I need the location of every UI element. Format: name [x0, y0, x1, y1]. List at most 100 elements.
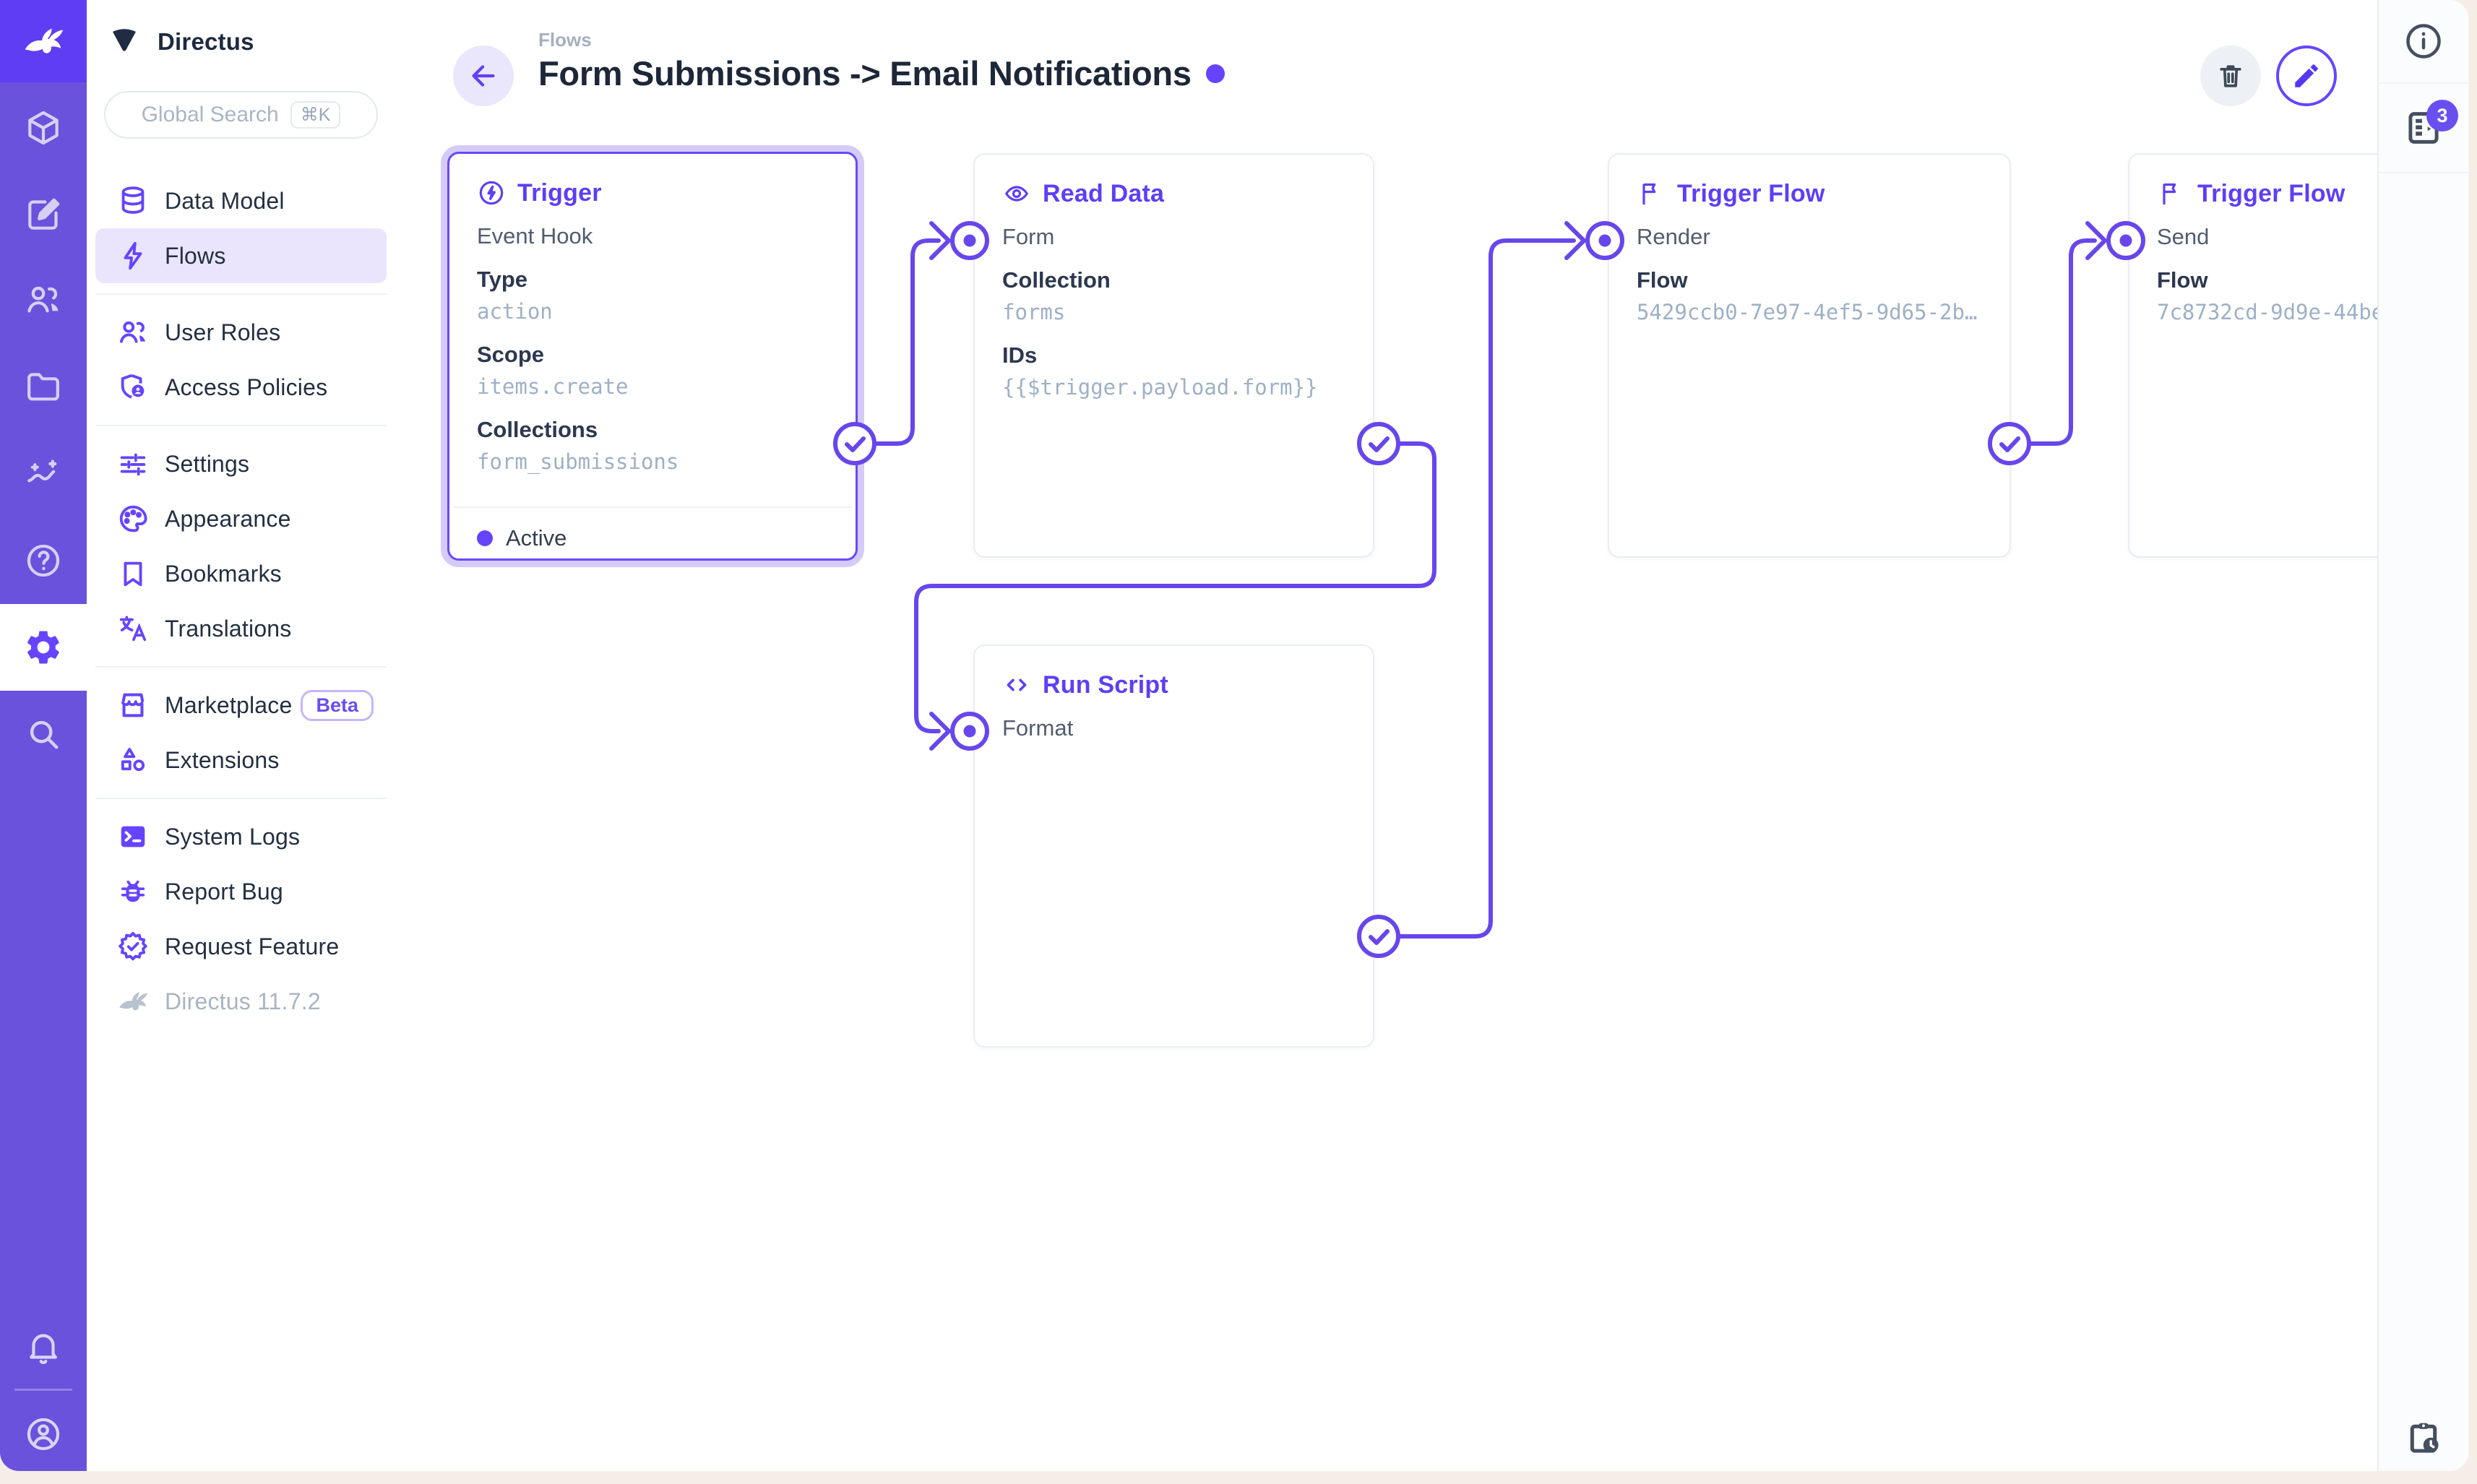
field-label: Collection — [1002, 267, 1111, 293]
field-value: 5429ccb0-7e97-4ef5-9d65-2b… — [1637, 300, 1978, 324]
module-docs[interactable] — [0, 517, 87, 604]
terminal-icon — [116, 819, 150, 854]
logs-count-badge: 3 — [2426, 100, 2458, 131]
module-users[interactable] — [0, 256, 87, 343]
sidebar-divider — [87, 656, 395, 678]
field-value: action — [477, 299, 553, 324]
module-insights[interactable] — [0, 431, 87, 517]
node-header: Trigger — [477, 177, 856, 209]
flow-node-trigger-flow-send[interactable]: Trigger Flow Send Flow 7c8732cd-9d9e-44b… — [2128, 153, 2377, 558]
bolt-circle-icon — [479, 181, 504, 205]
logs-button[interactable]: 3 — [2379, 84, 2468, 172]
module-search[interactable] — [0, 691, 87, 777]
field-label: Collections — [477, 417, 598, 442]
palette-icon — [116, 501, 150, 536]
field-label: Type — [477, 267, 528, 292]
breadcrumb[interactable]: Flows — [538, 29, 592, 51]
global-search-input[interactable]: Global Search ⌘K — [104, 91, 378, 139]
flag-icon — [1642, 183, 1656, 204]
search-icon — [30, 720, 59, 749]
sidebar-item-flows[interactable]: Flows — [95, 228, 387, 283]
module-bar — [0, 0, 87, 1471]
people-icon — [116, 315, 150, 350]
edit-flow-button[interactable] — [2276, 46, 2337, 106]
right-sidebar: 3 — [2377, 0, 2468, 1471]
shield-person-icon — [116, 370, 150, 405]
notifications-button[interactable] — [0, 1304, 87, 1391]
flag-icon — [2163, 183, 2176, 204]
sidebar-version: Directus 11.7.2 — [95, 974, 387, 1029]
back-button[interactable] — [453, 46, 514, 106]
connection-runscript-render — [1397, 238, 1576, 939]
sidebar-item-system-logs[interactable]: System Logs — [95, 809, 387, 864]
people-icon — [27, 286, 59, 313]
edit-square-icon — [28, 198, 60, 230]
database-icon — [116, 184, 150, 218]
field-value: {{$trigger.payload.form}} — [1002, 375, 1318, 400]
pending-revisions-button[interactable] — [2379, 1409, 2468, 1467]
node-status: Active — [477, 521, 567, 556]
sidebar-item-report-bug[interactable]: Report Bug — [95, 864, 387, 919]
node-subtitle: Event Hook — [477, 223, 593, 249]
directus-rabbit-icon — [25, 28, 64, 53]
arrowhead-icon — [2085, 221, 2107, 260]
seal-check-icon — [116, 929, 150, 964]
bell-icon — [30, 1334, 57, 1364]
flow-node-run-script[interactable]: Run Script Format — [973, 644, 1374, 1048]
module-files[interactable] — [0, 344, 87, 431]
module-bar-divider — [14, 1389, 72, 1391]
bookmark-icon — [116, 556, 150, 591]
unsaved-dot — [1205, 64, 1225, 83]
sidebar-item-bookmarks[interactable]: Bookmarks — [95, 546, 387, 601]
tune-icon — [116, 447, 150, 481]
box-icon — [28, 111, 59, 145]
field-label: Flow — [1637, 267, 1688, 293]
sidebar-item-extensions[interactable]: Extensions — [95, 733, 387, 788]
directus-logo-tile[interactable] — [0, 0, 87, 82]
bolt-icon — [116, 238, 150, 273]
account-button[interactable] — [0, 1391, 87, 1471]
sidebar: Directus Global Search ⌘K Data Model Flo… — [87, 0, 395, 1471]
node-header: Run Script — [1002, 669, 1373, 701]
arrowhead-icon — [929, 221, 951, 260]
connection-trigger-readdata — [873, 238, 941, 446]
sidebar-item-access-policies[interactable]: Access Policies — [95, 360, 387, 415]
module-visual-editor[interactable] — [0, 171, 87, 258]
sidebar-item-appearance[interactable]: Appearance — [95, 491, 387, 546]
sidebar-item-translations[interactable]: Translations — [95, 601, 387, 656]
project-row[interactable]: Directus — [87, 0, 395, 59]
search-placeholder: Global Search — [141, 103, 279, 126]
flow-node-trigger[interactable]: Trigger Event Hook Type action Scope ite… — [447, 152, 858, 561]
field-label: Scope — [477, 342, 545, 367]
flow-node-trigger-flow-render[interactable]: Trigger Flow Render Flow 5429ccb0-7e97-4… — [1608, 153, 2011, 558]
sidebar-item-data-model[interactable]: Data Model — [95, 173, 387, 228]
sidebar-divider — [87, 283, 395, 305]
module-settings[interactable] — [0, 604, 87, 691]
sidebar-item-request-feature[interactable]: Request Feature — [95, 919, 387, 974]
flow-node-read-data[interactable]: Read Data Form Collection forms IDs {{$t… — [973, 153, 1374, 558]
page-title: Form Submissions -> Email Notifications — [538, 53, 1225, 93]
insights-icon — [27, 460, 57, 483]
sidebar-divider — [87, 788, 395, 809]
flow-info-button[interactable] — [2379, 0, 2468, 82]
code-icon — [1007, 678, 1027, 691]
trash-icon — [2220, 65, 2241, 87]
main-content: Flows Form Submissions -> Email Notifica… — [395, 0, 2377, 1471]
sidebar-item-settings[interactable]: Settings — [95, 436, 387, 491]
node-header: Trigger Flow — [1637, 178, 2009, 210]
node-header: Trigger Flow — [2157, 178, 2377, 210]
beta-badge: Beta — [301, 689, 374, 721]
module-content[interactable] — [0, 85, 87, 171]
pencil-icon — [2295, 64, 2318, 87]
arrowhead-icon — [929, 712, 951, 751]
search-shortcut: ⌘K — [290, 101, 341, 129]
delete-flow-button[interactable] — [2200, 46, 2261, 106]
node-footer-divider — [454, 506, 851, 508]
node-input-label: Send — [2157, 224, 2210, 249]
active-dot-icon — [477, 530, 493, 546]
sidebar-item-user-roles[interactable]: User Roles — [95, 305, 387, 360]
sidebar-item-marketplace[interactable]: Marketplace Beta — [95, 678, 387, 733]
node-input-label: Format — [1002, 715, 1074, 741]
rightbar-divider — [2379, 172, 2468, 173]
